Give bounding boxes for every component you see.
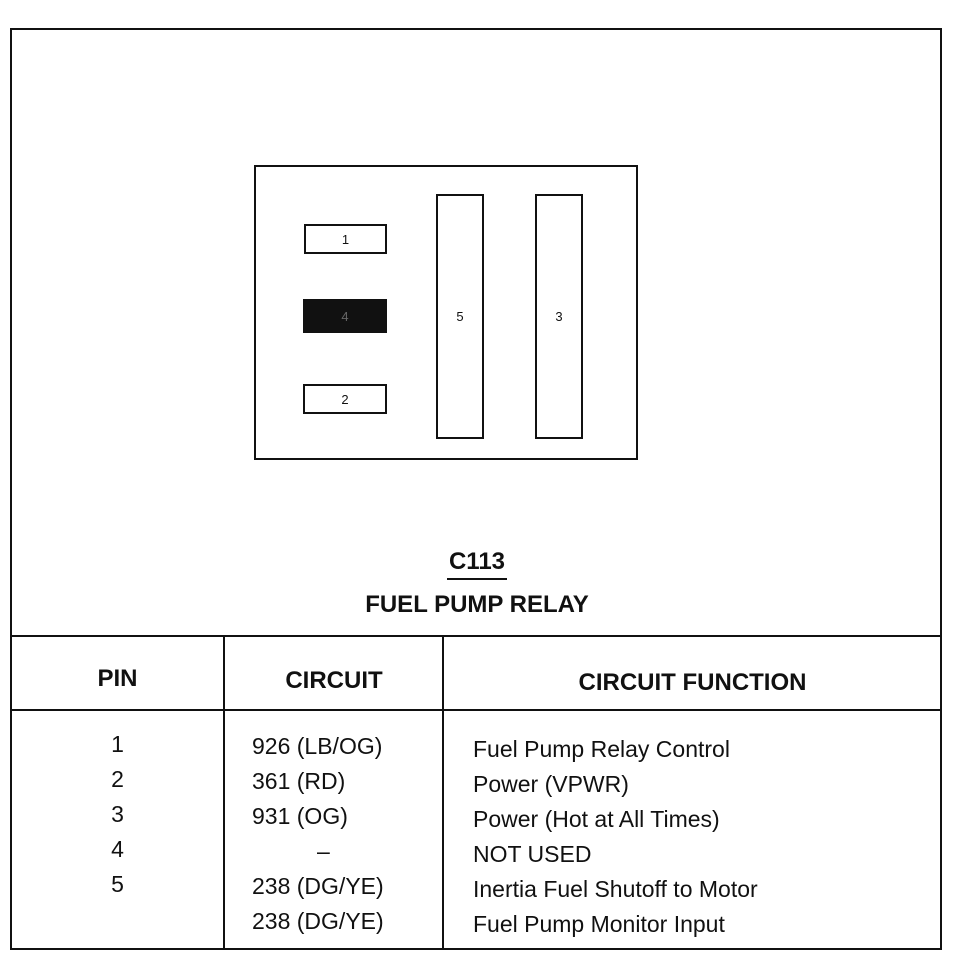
table-cell-circuit: – <box>317 838 330 864</box>
relay-pin-2-label: 2 <box>341 391 349 407</box>
table-cell-circuit: 238 (DG/YE) <box>252 908 384 934</box>
relay-pin-2: 2 <box>303 384 387 414</box>
table-divider-1 <box>223 635 225 950</box>
table-top-rule <box>10 635 942 637</box>
table-cell-function: Fuel Pump Monitor Input <box>473 911 725 937</box>
table-cell-pin: 1 <box>111 731 124 757</box>
relay-pin-5-label: 5 <box>456 309 464 324</box>
relay-pin-1: 1 <box>304 224 387 254</box>
table-cell-function: Power (VPWR) <box>473 771 629 797</box>
table-cell-pin: 4 <box>111 836 124 862</box>
header-pin: PIN <box>97 665 138 692</box>
table-cell-pin: 5 <box>111 871 124 897</box>
table-cell-circuit: 238 (DG/YE) <box>252 873 384 899</box>
relay-pin-1-label: 1 <box>341 231 350 247</box>
connector-name: FUEL PUMP RELAY <box>365 591 589 618</box>
connector-id-text: C113 <box>446 548 508 580</box>
table-cell-function: Fuel Pump Relay Control <box>473 736 730 762</box>
relay-pin-3-label: 3 <box>555 309 563 324</box>
connector-id: C113 <box>0 548 954 580</box>
function-column: Fuel Pump Relay Control Power (VPWR) Pow… <box>473 732 933 942</box>
pin-column: 1 2 3 4 5 <box>10 727 225 937</box>
table-cell-function: Inertia Fuel Shutoff to Motor <box>473 876 758 902</box>
table-header-rule <box>10 709 942 711</box>
table-cell-function: NOT USED <box>473 841 592 867</box>
header-circuit-function: CIRCUIT FUNCTION <box>578 669 807 696</box>
table-cell-pin <box>10 902 225 937</box>
table-cell-circuit: 931 (OG) <box>252 803 348 829</box>
diagram-frame <box>10 28 942 950</box>
relay-connector-face: 1 4 2 5 3 <box>254 165 638 460</box>
relay-pin-3: 3 <box>535 194 583 439</box>
table-cell-pin: 3 <box>111 801 124 827</box>
table-cell-pin: 2 <box>111 766 124 792</box>
relay-pin-5: 5 <box>436 194 484 439</box>
table-cell-function: Power (Hot at All Times) <box>473 806 720 832</box>
table-cell-circuit: 361 (RD) <box>252 768 346 794</box>
circuit-column: 926 (LB/OG) 361 (RD) 931 (OG) – 238 (DG/… <box>252 729 442 939</box>
table-divider-2 <box>442 635 444 950</box>
pin-table: PIN CIRCUIT CIRCUIT FUNCTION 1 2 3 4 5 9… <box>10 635 942 950</box>
header-circuit: CIRCUIT <box>285 667 383 694</box>
relay-pin-4: 4 <box>303 299 387 333</box>
table-cell-circuit: 926 (LB/OG) <box>252 733 383 759</box>
relay-pin-4-label: 4 <box>341 308 349 324</box>
